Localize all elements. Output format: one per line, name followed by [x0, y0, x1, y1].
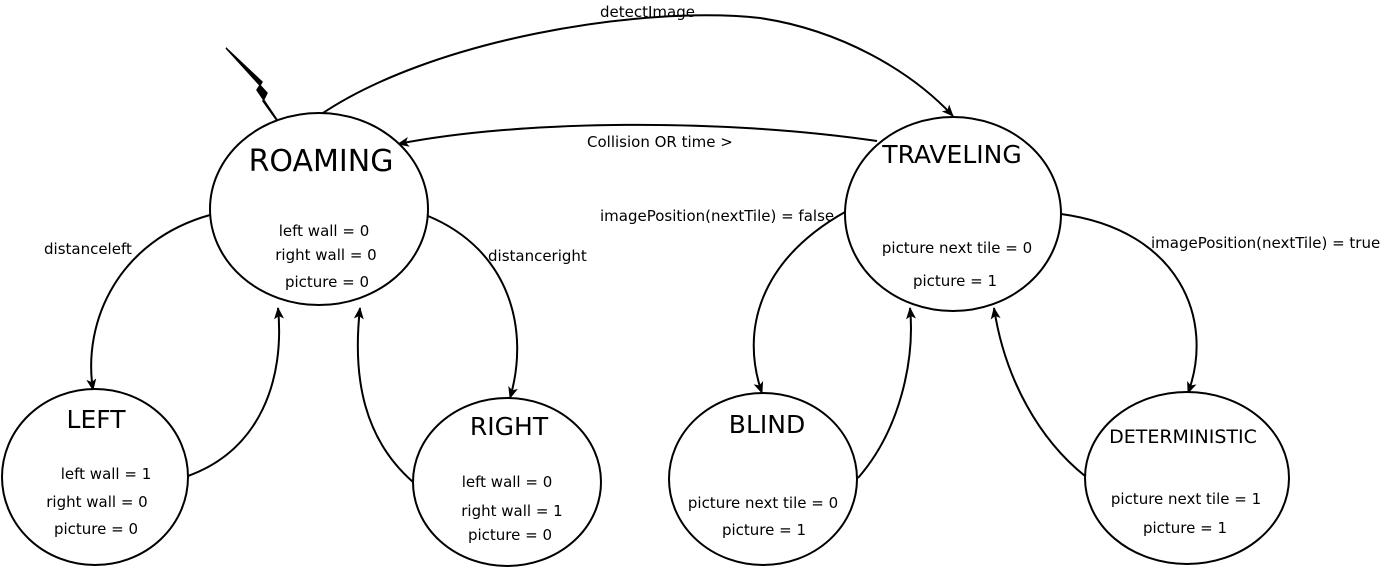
edge-distance-right — [427, 215, 519, 399]
state-deterministic: DETERMINISTIC picture next tile = 1 pict… — [1084, 391, 1290, 565]
state-blind: BLIND picture next tile = 0 picture = 1 — [668, 392, 858, 566]
state-var: picture = 0 — [285, 273, 369, 291]
label-collision: Collision OR time > — [587, 133, 733, 151]
edge-blind-to-traveling — [857, 307, 917, 479]
state-var: picture next tile = 0 — [688, 494, 838, 512]
state-var: picture next tile = 0 — [882, 239, 1032, 257]
state-var: left wall = 0 — [279, 222, 370, 240]
state-var: right wall = 1 — [461, 502, 562, 520]
state-var: picture = 1 — [1143, 519, 1227, 537]
edge-deterministic-to-traveling — [990, 307, 1086, 477]
state-var: picture = 1 — [913, 272, 997, 290]
state-var: right wall = 0 — [275, 246, 376, 264]
edge-collision — [397, 123, 878, 147]
state-var: picture = 0 — [468, 526, 552, 544]
state-var: picture = 0 — [54, 520, 138, 538]
state-roaming: ROAMING left wall = 0 right wall = 0 pic… — [209, 112, 429, 306]
state-name: RIGHT — [470, 412, 549, 441]
label-detect-image: detectImage — [600, 3, 695, 21]
label-image-position-false: imagePosition(nextTile) = false — [600, 207, 834, 225]
state-var: left wall = 1 — [61, 465, 152, 483]
state-var: picture = 1 — [722, 521, 806, 539]
edge-right-to-roaming — [353, 307, 414, 483]
state-right: RIGHT left wall = 0 right wall = 1 pictu… — [412, 397, 602, 567]
state-var: left wall = 0 — [462, 473, 553, 491]
label-distance-right: distanceright — [488, 247, 587, 265]
edge-image-position-false — [752, 211, 846, 394]
state-name: TRAVELING — [881, 140, 1021, 169]
state-name: BLIND — [729, 410, 805, 439]
state-var: right wall = 0 — [46, 493, 147, 511]
state-name: ROAMING — [249, 144, 394, 179]
label-image-position-true: imagePosition(nextTile) = true — [1151, 234, 1380, 252]
state-var: picture next tile = 1 — [1111, 490, 1261, 508]
state-left: LEFT left wall = 1 right wall = 0 pictur… — [1, 388, 189, 566]
edge-distance-left — [86, 214, 211, 391]
state-traveling: TRAVELING picture next tile = 0 picture … — [844, 116, 1062, 312]
edge-left-to-roaming — [187, 307, 285, 477]
label-distance-left: distanceleft — [44, 240, 132, 258]
edge-image-position-true — [1060, 213, 1198, 394]
state-name: DETERMINISTIC — [1109, 426, 1257, 448]
edge-detect-image — [319, 14, 954, 117]
state-name: LEFT — [67, 405, 127, 434]
